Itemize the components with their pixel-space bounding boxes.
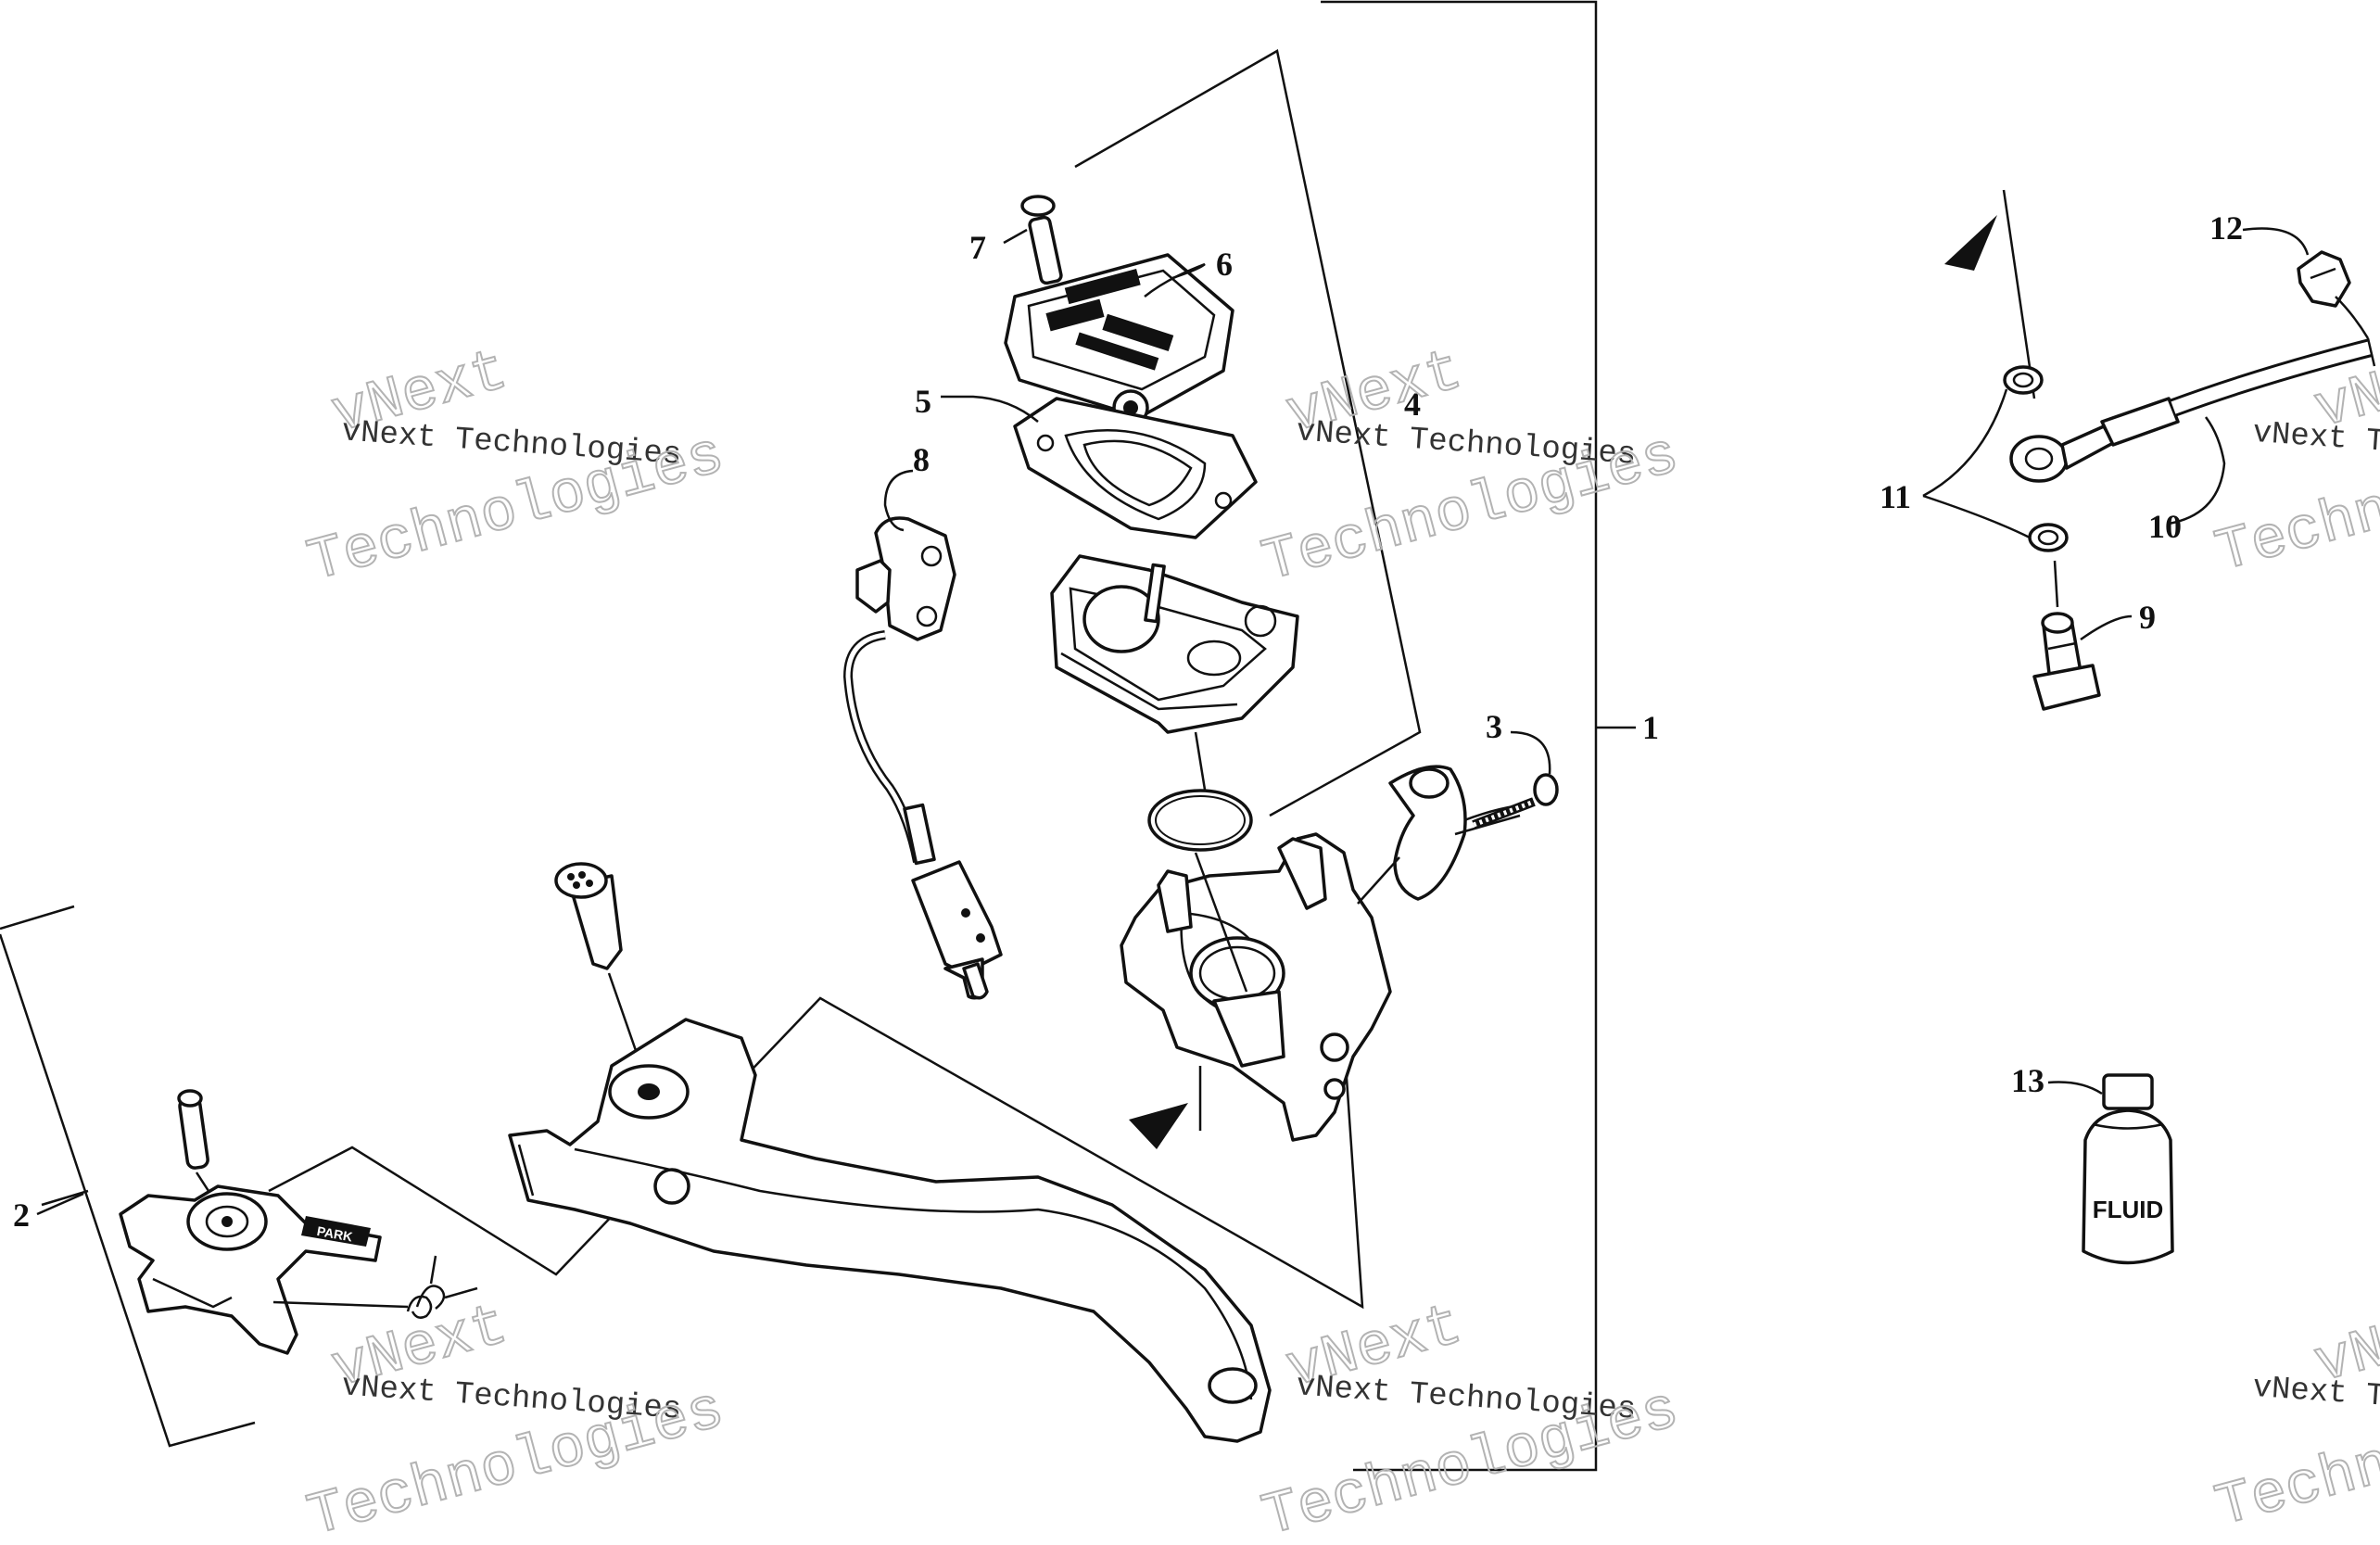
callout-7: 7 [969, 229, 986, 266]
callout-2: 2 [13, 1197, 30, 1234]
bracket-4 [1074, 49, 1422, 817]
reservoir-cover-6 [1004, 253, 1234, 426]
direction-arrow-lower [1129, 1103, 1188, 1149]
callout-10: 10 [2148, 508, 2182, 545]
spring [406, 1255, 478, 1319]
leader-2 [36, 1192, 84, 1216]
diaphragm-5 [941, 395, 1258, 539]
park-label: PARK [316, 1223, 354, 1244]
callout-4: 4 [1404, 386, 1421, 423]
watermark-small: vNext Technologies [2251, 416, 2380, 475]
watermark-3: vNext vNext Technologies Technologies [300, 1292, 732, 1545]
washer-11-top [2003, 365, 2044, 395]
callout-3: 3 [1486, 708, 1502, 745]
bracket-2 [0, 905, 256, 1448]
pivot-bolt [554, 862, 641, 1062]
screw-7 [1003, 195, 1063, 285]
washer-11-bottom [2028, 523, 2069, 552]
callout-11: 11 [1880, 478, 1911, 515]
watermark-1: vNext vNext Technologies Technologies [300, 337, 732, 598]
callout-12: 12 [2209, 209, 2243, 247]
banjo-bolt-9 [2032, 560, 2133, 711]
brake-hose-10 [2009, 337, 2376, 526]
o-ring [1147, 731, 1253, 852]
parking-lever-2: PARK [119, 1089, 409, 1355]
direction-arrow-upper [1944, 215, 1997, 271]
watermark-4: vNext vNext Technologies Technologies [1255, 1292, 1687, 1545]
fluid-bottle-13: FLUID [2047, 1073, 2174, 1265]
reservoir-body [1050, 554, 1299, 734]
clamp-3 [1357, 730, 1559, 905]
callout-6: 6 [1216, 246, 1233, 283]
watermark-small: vNext Technologies [2251, 1371, 2380, 1430]
hose-clamp-12 [2242, 227, 2370, 339]
watermark-6: vNext vNext Technologies Technologies [2209, 1287, 2380, 1543]
brake-lever [508, 1018, 1272, 1443]
bracket-1 [1321, 0, 1636, 1472]
callout-9: 9 [2139, 599, 2156, 636]
watermark-2: vNext vNext Technologies Technologies [1255, 337, 1687, 598]
brake-switch-8 [842, 469, 1003, 1000]
callout-13: 13 [2011, 1062, 2045, 1099]
callout-8: 8 [913, 441, 930, 478]
callout-1: 1 [1642, 709, 1659, 746]
leader-6 [1144, 262, 1206, 298]
fluid-label: FLUID [2093, 1196, 2164, 1223]
bolt-3 [1472, 730, 1559, 829]
master-cylinder-body [1120, 832, 1392, 1142]
callout-5: 5 [915, 383, 931, 420]
